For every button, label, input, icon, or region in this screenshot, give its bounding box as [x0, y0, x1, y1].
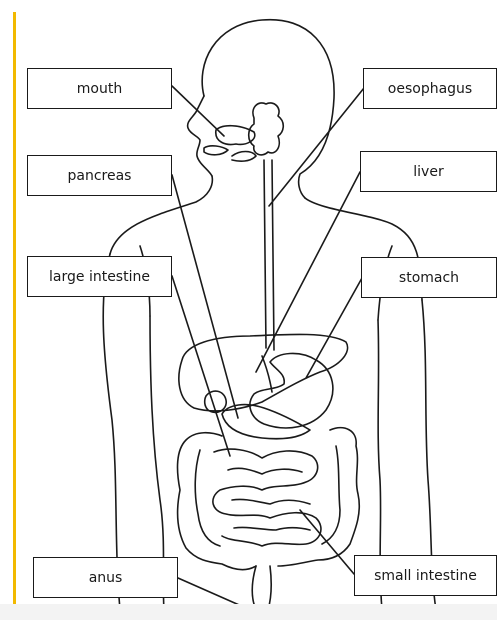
salivary-gland [249, 103, 284, 155]
lips [204, 146, 228, 155]
leader-stomach [306, 278, 362, 378]
small-intestine [213, 449, 321, 546]
jaw-curve [232, 152, 256, 162]
label-oesophagus: oesophagus [363, 68, 497, 109]
label-pancreas: pancreas [27, 155, 172, 196]
label-anus: anus [33, 557, 178, 598]
label-large-intestine: large intestine [27, 256, 172, 297]
oesophagus-tube [264, 160, 274, 350]
head-outline [202, 20, 334, 198]
stomach [250, 353, 333, 428]
leader-pancreas [172, 175, 238, 418]
leader-mouth [172, 86, 224, 136]
bottom-band [0, 604, 497, 620]
leader-small-intestine [300, 510, 354, 574]
label-small-intestine: small intestine [354, 555, 497, 596]
label-mouth: mouth [27, 68, 172, 109]
face-outline [188, 96, 212, 176]
label-liver: liver [360, 151, 497, 192]
label-stomach: stomach [361, 257, 497, 298]
leader-oesophagus [269, 88, 364, 206]
